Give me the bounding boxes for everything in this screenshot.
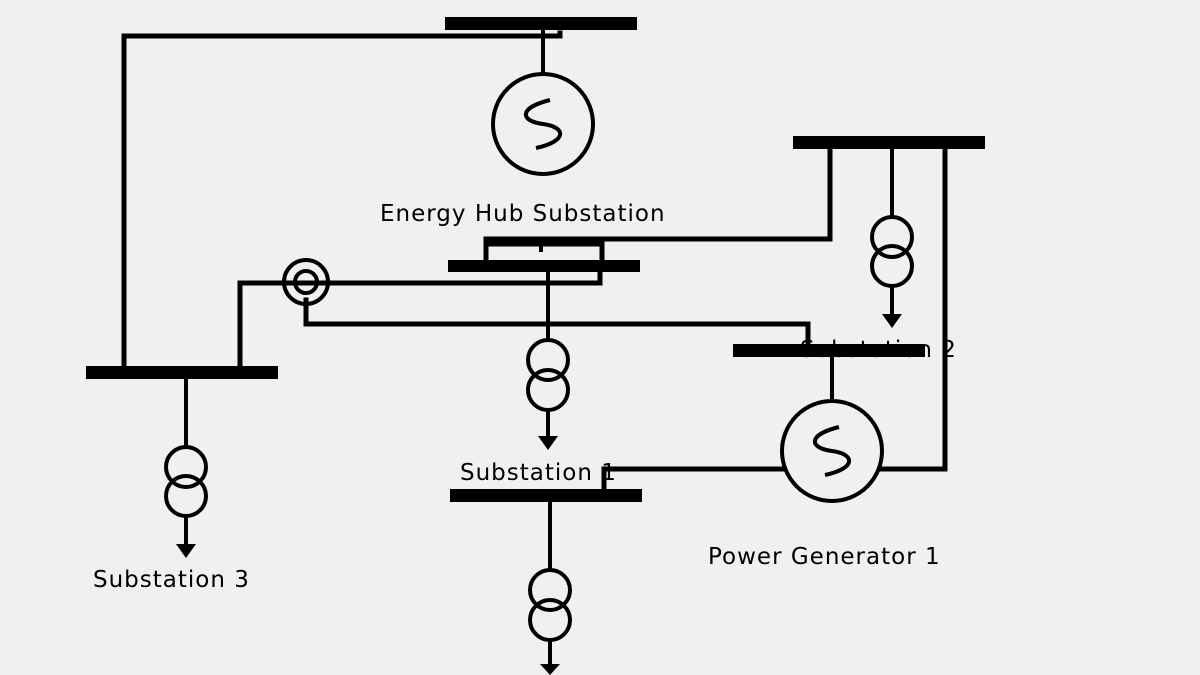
- bus-substation-2: [733, 344, 925, 357]
- transformer-icon: [528, 502, 572, 665]
- line-energy-hub-to-substation-3: [237, 267, 603, 371]
- transformer-icon: [526, 272, 570, 437]
- bus-energy-hub: [448, 260, 640, 272]
- bus-right-top: [793, 136, 985, 149]
- label-substation-3: Substation 3: [93, 567, 250, 593]
- load-arrow-icon: [538, 436, 558, 450]
- label-substation-2: Substation 2: [800, 337, 957, 363]
- load-arrow-icon: [540, 664, 560, 675]
- concentric-junction-icon: [282, 258, 330, 306]
- label-energy-hub-substation: Energy Hub Substation: [380, 201, 666, 227]
- transformer-icon: [870, 149, 914, 316]
- line-top-to-substation-3: [121, 30, 563, 371]
- bus-top: [445, 17, 637, 30]
- line-energy-hub-loop: [483, 241, 605, 265]
- bus-substation-3: [86, 366, 278, 379]
- load-arrow-icon: [176, 544, 196, 558]
- generator-icon: [780, 399, 884, 503]
- bus-substation-1: [450, 489, 642, 502]
- generator-icon: [491, 72, 595, 176]
- line-junction-to-substation-2: [303, 297, 811, 349]
- label-power-generator-1: Power Generator 1: [708, 544, 941, 570]
- line-right-top-to-substation-1: [601, 142, 948, 494]
- load-arrow-icon: [882, 314, 902, 328]
- label-substation-1: Substation 1: [460, 460, 617, 486]
- transformer-icon: [164, 379, 208, 545]
